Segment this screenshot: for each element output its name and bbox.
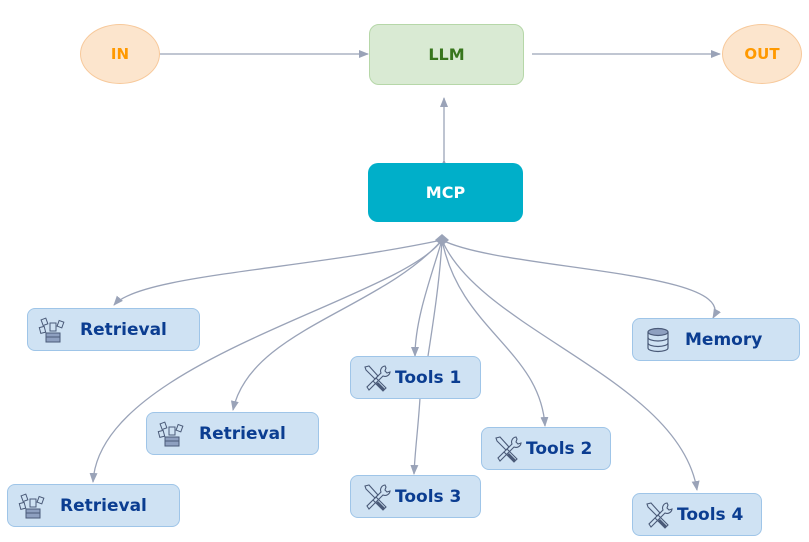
node-tools-1[interactable]: Tools 1 [350,356,481,399]
node-in[interactable]: IN [80,24,160,84]
document-archive-icon [38,317,65,342]
node-llm[interactable]: LLM [369,24,524,85]
node-mcp[interactable]: MCP [368,163,523,222]
node-tools-1-label: Tools 1 [395,367,462,388]
node-out[interactable]: OUT [722,24,802,84]
node-memory[interactable]: Memory [632,318,800,361]
database-icon [647,327,669,352]
document-archive-icon [18,493,45,518]
edge-mcp-retrieval-1 [113,239,443,306]
node-memory-label: Memory [685,329,763,350]
tools-icon [495,435,522,463]
tools-icon [646,501,673,529]
node-retrieval-3-label: Retrieval [60,495,147,516]
edge-mcp-tools-1b [427,239,443,357]
node-llm-label: LLM [428,45,465,64]
node-tools-2-label: Tools 2 [526,438,593,459]
node-tools-4[interactable]: Tools 4 [632,493,762,536]
tools-icon [364,483,391,511]
node-out-label: OUT [744,45,780,63]
node-tools-3[interactable]: Tools 3 [350,475,481,518]
node-mcp-label: MCP [425,183,466,202]
edge-mcp-retrieval-2 [230,239,443,411]
edge-tools1-tools3 [410,397,421,475]
node-tools-3-label: Tools 3 [395,486,462,507]
junction-diamond [435,234,449,246]
document-archive-icon [157,421,184,446]
edge-mcp-tools-4 [441,239,700,491]
edge-mcp-retrieval-3 [89,239,443,483]
edge-mcp-tools-1 [411,239,443,357]
node-in-label: IN [110,45,130,63]
node-tools-4-label: Tools 4 [677,504,744,525]
node-retrieval-2-label: Retrieval [199,423,286,444]
edge-mcp-tools-2 [441,239,549,427]
node-tools-2[interactable]: Tools 2 [481,427,611,470]
edge-mcp-memory [441,239,721,319]
node-retrieval-1-label: Retrieval [80,319,167,340]
node-retrieval-2[interactable]: Retrieval [146,412,319,455]
node-retrieval-3[interactable]: Retrieval [7,484,180,527]
node-retrieval-1[interactable]: Retrieval [27,308,200,351]
tools-icon [364,364,391,392]
